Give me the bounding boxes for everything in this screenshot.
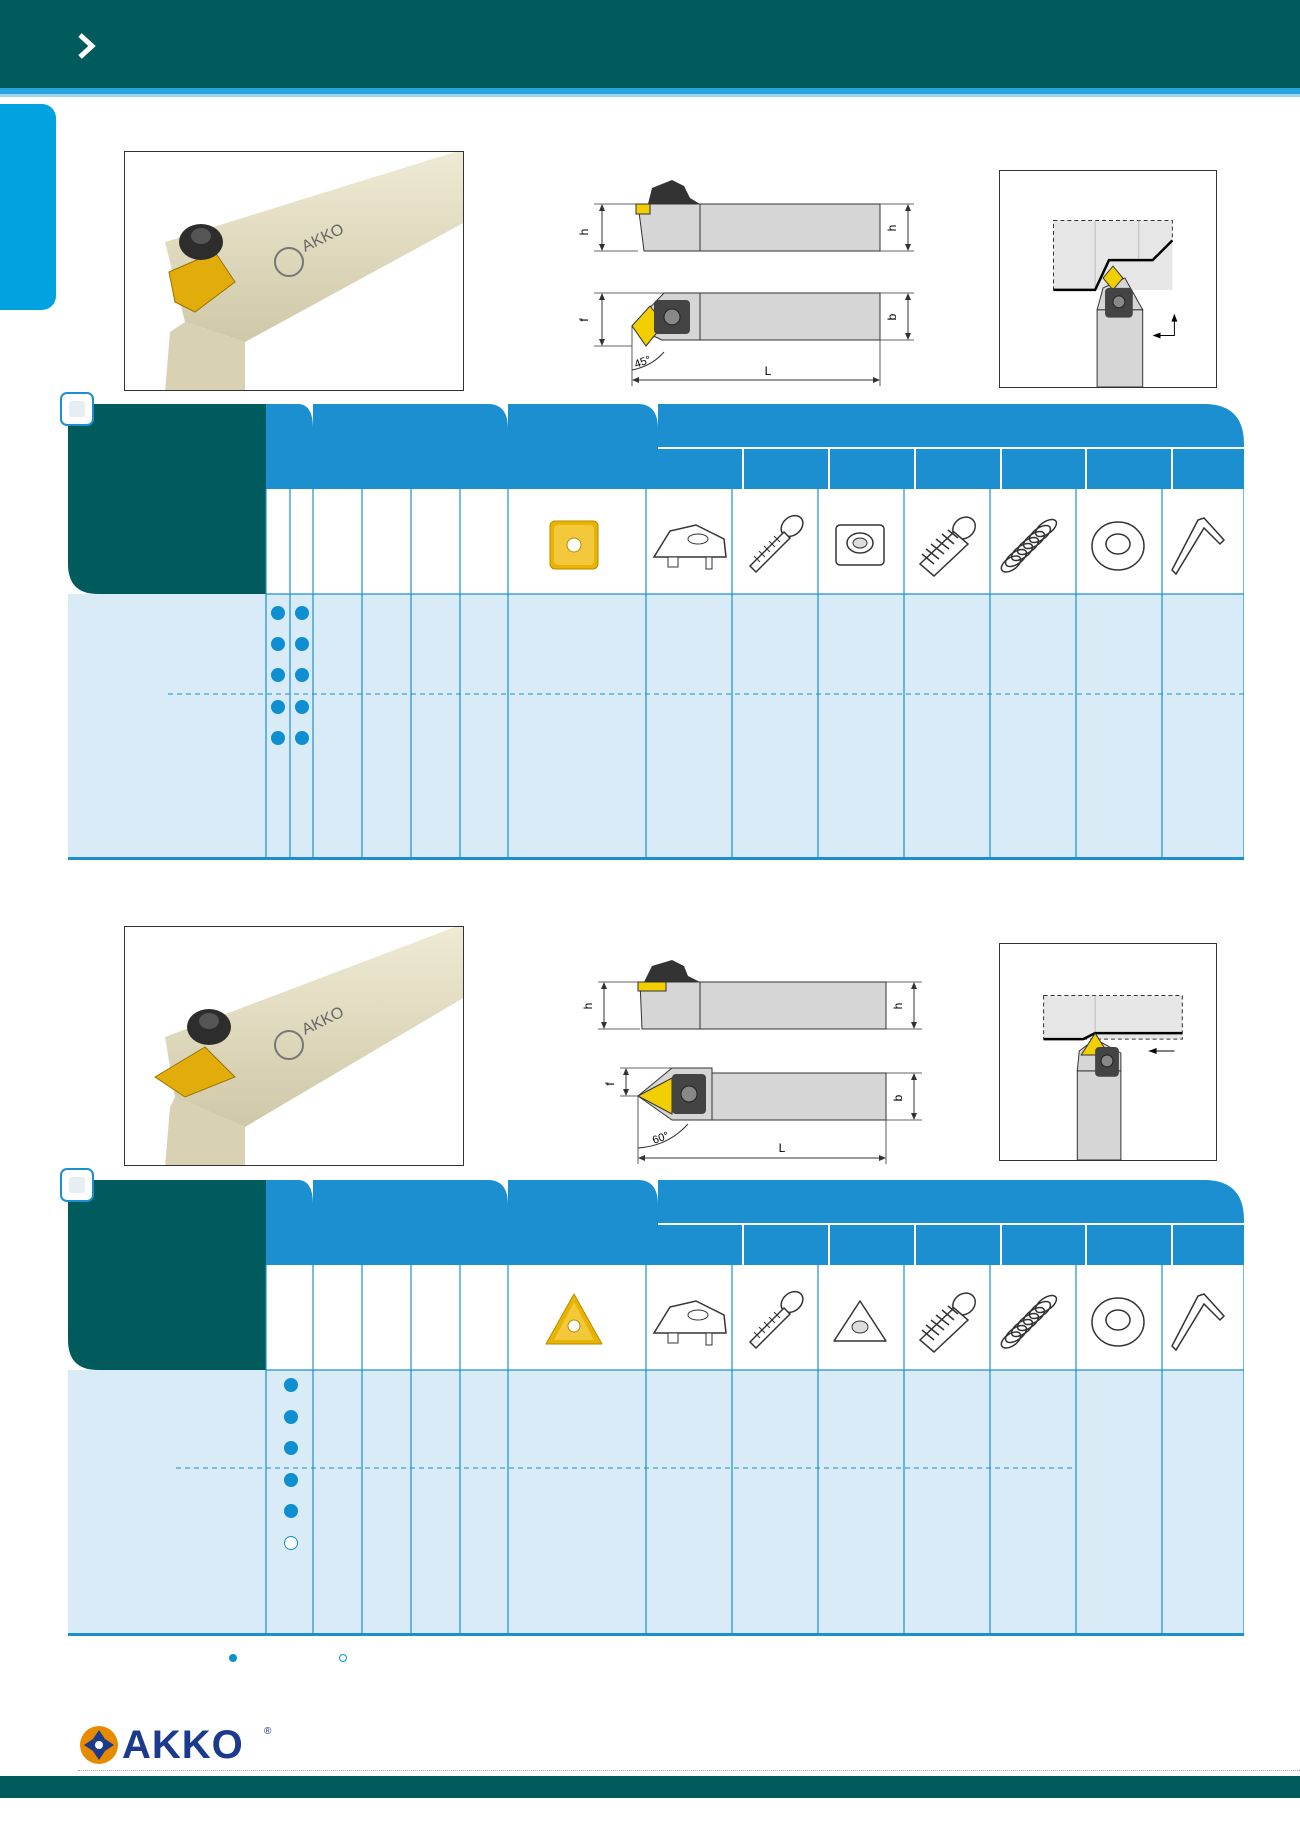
clamp-screw-icon (748, 514, 804, 574)
side-tab (0, 104, 56, 310)
availability-mark (284, 1410, 298, 1424)
dim-L-2: L (779, 1141, 786, 1155)
spring-icon (1000, 518, 1058, 573)
spec-table-2 (60, 1168, 1244, 1636)
dim-h-left-2: h (581, 1003, 595, 1010)
washer-icon (1091, 521, 1145, 571)
dim-f-2: f (603, 1082, 617, 1086)
dim-angle-1: 45° (633, 354, 653, 371)
availability-mark (284, 1441, 298, 1455)
dim-b-1: b (885, 313, 899, 320)
triangle-insert-icon (545, 1293, 603, 1345)
table-checkbox-icon (60, 1168, 94, 1202)
washer-icon (1091, 1297, 1145, 1347)
operation-diagram-1 (999, 170, 1217, 388)
availability-mark (284, 1473, 298, 1487)
square-shim-icon (835, 524, 885, 566)
brand-name: AKKO (122, 1723, 244, 1767)
registered-mark: ® (264, 1726, 272, 1737)
footer-bar (0, 1776, 1300, 1798)
shim-clamp-icon (652, 1300, 727, 1346)
availability-mark (284, 1378, 298, 1392)
triangle-shim-icon (833, 1300, 887, 1342)
operation-diagram-2 (999, 943, 1217, 1161)
header-stripe (0, 88, 1300, 94)
left-hand-mark (295, 637, 309, 651)
akko-logo-mark-icon (80, 1726, 118, 1764)
dim-angle-2: 60° (651, 1130, 671, 1147)
on-request-mark (284, 1536, 298, 1550)
legend-filled-dot (229, 1654, 237, 1662)
dim-L-1: L (765, 364, 772, 378)
tool-photo-2: AKKO (124, 926, 464, 1166)
dim-b-2: b (891, 1094, 905, 1101)
right-hand-mark (271, 637, 285, 651)
table-bottom-rule (68, 857, 1244, 860)
footer-dotted-rule (78, 1770, 1300, 1771)
spring-icon (1000, 1294, 1058, 1349)
dimension-drawing-2: h h f b L 60° (581, 960, 922, 1164)
right-hand-mark (271, 731, 285, 745)
akko-logo: AKKO ® (78, 1722, 288, 1768)
left-hand-mark (295, 731, 309, 745)
header-stripe-light (0, 94, 1300, 97)
legend-open-dot (339, 1654, 347, 1662)
square-insert-icon (549, 520, 599, 570)
tool-photo-1: AKKO (124, 151, 464, 391)
clamp-screw-icon (748, 1290, 804, 1350)
header-bar (0, 0, 1300, 88)
left-hand-mark (295, 606, 309, 620)
spec-table-1 (60, 392, 1244, 860)
dim-f-1: f (577, 318, 591, 322)
dim-h-right-2: h (891, 1003, 905, 1010)
hex-key-icon (1171, 1293, 1226, 1352)
hex-key-icon (1171, 517, 1226, 576)
left-hand-mark (295, 668, 309, 682)
table-bottom-rule (68, 1633, 1244, 1636)
shim-screw-icon (918, 516, 976, 578)
availability-mark (284, 1504, 298, 1518)
chevron-right-icon (78, 33, 96, 59)
dim-h-left-1: h (577, 229, 591, 236)
right-hand-mark (271, 668, 285, 682)
dimension-drawing-1: h h f b L 45° (577, 180, 914, 386)
shim-screw-icon (918, 1292, 976, 1354)
left-hand-mark (295, 700, 309, 714)
table-checkbox-icon (60, 392, 94, 426)
right-hand-mark (271, 606, 285, 620)
dim-h-right-1: h (885, 225, 899, 232)
shim-clamp-icon (652, 524, 727, 570)
right-hand-mark (271, 700, 285, 714)
